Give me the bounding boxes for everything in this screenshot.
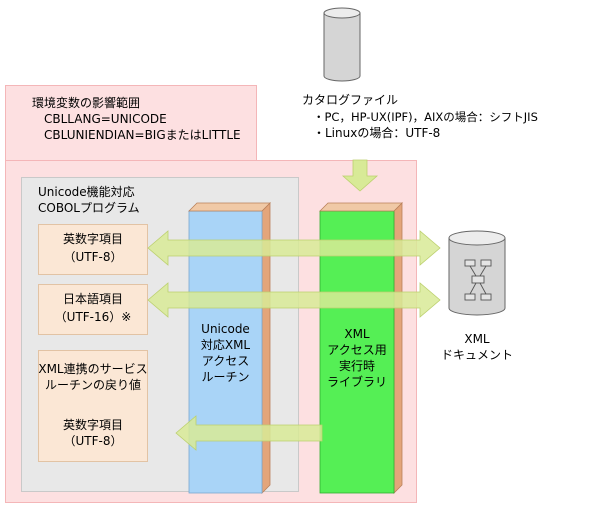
xml-document-cylinder-icon: [448, 230, 506, 316]
japanese-item-label: 日本語項目: [62, 292, 123, 306]
service-return-item-encoding: （UTF-8）: [63, 434, 123, 448]
catalog-file-encoding-pc: ・PC，HP-UX(IPF)，AIXの場合：シフトJIS: [313, 110, 538, 124]
alphanumeric-item-label: 英数字項目: [62, 232, 123, 246]
xml-access-runtime-library-column: [319, 202, 403, 494]
routine-label-line1: Unicode: [201, 322, 250, 336]
env-var-cbllang: CBLLANG=UNICODE: [44, 112, 167, 126]
japanese-item-encoding: （UTF-16）※: [54, 310, 132, 324]
env-var-cbluniendian: CBLUNIENDIAN=BIGまたはLITTLE: [44, 128, 241, 142]
env-scope-title: 環境変数の影響範囲: [32, 96, 141, 110]
routine-label-line3: アクセス: [201, 354, 250, 368]
routine-label-line4: ルーチン: [201, 370, 250, 384]
routine-label-line2: 対応XML: [200, 338, 251, 352]
cobol-program-line1: Unicode機能対応: [38, 185, 135, 199]
japanese-item-box: [38, 284, 148, 335]
catalog-down-arrow: [341, 159, 379, 192]
service-return-label-line2: ルーチンの戻り値: [44, 378, 141, 392]
alphanumeric-item-box: [38, 224, 148, 275]
service-return-item-label: 英数字項目: [62, 418, 123, 432]
library-label-line1: XML: [344, 327, 370, 341]
xml-document-label-line2: ドキュメント: [440, 348, 513, 362]
catalog-file-encoding-linux: ・Linuxの場合：UTF-8: [313, 126, 441, 140]
alphanumeric-item-encoding: （UTF-8）: [63, 250, 123, 264]
catalog-file-cylinder-icon: [323, 7, 361, 82]
xml-document-label-line1: XML: [464, 332, 490, 346]
catalog-file-title: カタログファイル: [302, 93, 399, 107]
xml-tree-icon: [464, 259, 492, 301]
return-value-arrow: [175, 415, 323, 451]
library-label-line4: ライブラリ: [326, 375, 387, 389]
service-return-item-box: [38, 350, 148, 462]
library-label-line2: アクセス用: [327, 343, 387, 357]
double-arrow-alphanumeric: [147, 230, 441, 266]
library-label-line3: 実行時: [338, 359, 375, 373]
cobol-program-line2: COBOLプログラム: [38, 201, 140, 215]
unicode-xml-access-routine-column: [188, 202, 271, 494]
env-scope-tab: [5, 85, 257, 162]
service-return-label-line1: XML連携のサービス: [38, 362, 148, 376]
double-arrow-japanese: [147, 282, 441, 318]
